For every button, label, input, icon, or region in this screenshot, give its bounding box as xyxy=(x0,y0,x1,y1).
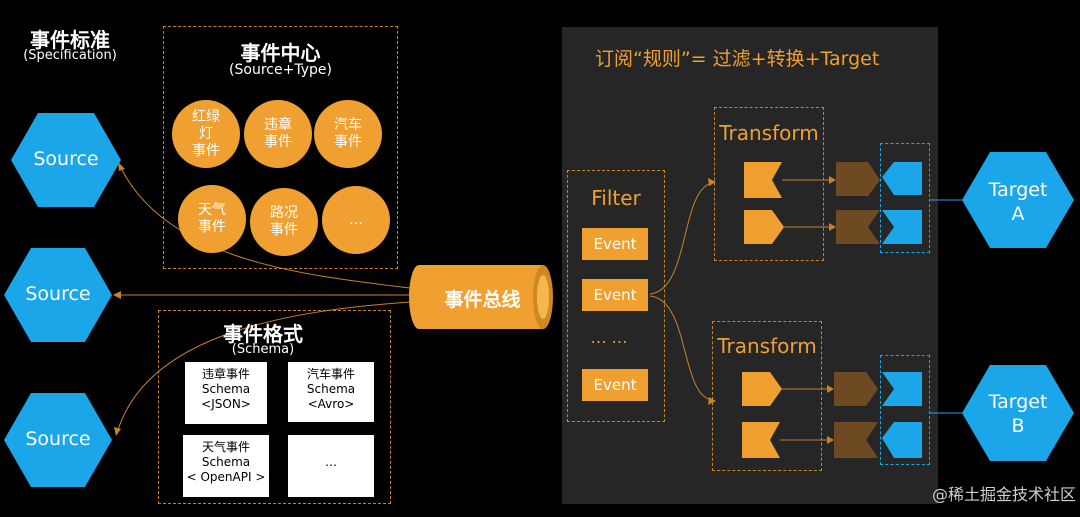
target-hexagon-a[interactable] xyxy=(962,152,1074,248)
transform-a-shape-2 xyxy=(744,210,784,244)
arrowhead-b-1 xyxy=(827,385,834,393)
transform-a-title: Transform xyxy=(719,121,819,145)
spec-subtitle: (Specification) xyxy=(23,48,117,63)
filter-title: Filter xyxy=(591,186,641,210)
transform-b-shape-2 xyxy=(742,422,780,458)
transform-a-box xyxy=(714,107,824,261)
bus-left-cap xyxy=(409,265,429,329)
arrowhead-source-3 xyxy=(114,427,121,436)
arrowhead-b-2 xyxy=(827,436,834,444)
filter-event-2[interactable]: Event xyxy=(582,279,648,311)
brown-block-b-2 xyxy=(834,422,878,458)
bus-body xyxy=(419,265,543,329)
source-hexagon-2[interactable] xyxy=(4,248,112,342)
brown-block-a-1 xyxy=(836,162,880,196)
transform-b-title: Transform xyxy=(717,334,817,358)
blue-block-b-1 xyxy=(882,372,922,406)
filter-event-1[interactable]: Event xyxy=(582,228,648,260)
transform-b-shape-1 xyxy=(742,372,782,406)
watermark: @稀土掘金技术社区 xyxy=(931,485,1076,504)
blue-block-a-2 xyxy=(882,210,922,244)
arrowhead-source-1 xyxy=(118,162,125,171)
rule-title: 订阅“规则”= 过滤+转换+Target xyxy=(595,48,880,70)
schema-doc-more[interactable]: … xyxy=(288,435,374,497)
bus-right-rim xyxy=(537,275,549,319)
arrowhead-a-1 xyxy=(829,176,836,184)
brown-block-a-2 xyxy=(836,210,880,244)
transform-b-box xyxy=(712,321,822,471)
source-hexagon-1[interactable] xyxy=(11,113,121,207)
schema-doc-car[interactable]: 汽车事件 Schema <Avro> xyxy=(288,362,374,422)
blue-block-b-2 xyxy=(882,422,922,458)
target-group-b-box xyxy=(880,355,930,465)
event-type-violation[interactable]: 违章 事件 xyxy=(244,100,312,168)
spec-title: 事件标准 xyxy=(30,28,110,52)
arrowhead-source-2 xyxy=(113,291,121,299)
bus-to-source-3-line xyxy=(117,301,411,431)
filter-box xyxy=(567,170,665,422)
target-hexagon-b[interactable] xyxy=(962,365,1074,461)
event-type-weather[interactable]: 天气 事件 xyxy=(178,185,246,253)
filter-ellipsis: … … xyxy=(590,328,628,347)
filter-event-3[interactable]: Event xyxy=(582,369,648,401)
event-center-box xyxy=(163,26,398,269)
source-hexagon-3[interactable] xyxy=(4,393,112,487)
event-type-car[interactable]: 汽车 事件 xyxy=(314,100,382,168)
brown-block-b-1 xyxy=(834,372,878,406)
schema-doc-violation[interactable]: 违章事件 Schema <JSON> xyxy=(185,362,267,424)
bus-to-source-1-line xyxy=(121,169,411,289)
arrowhead-transform-1 xyxy=(708,178,716,186)
event-type-more[interactable]: … xyxy=(322,186,390,254)
event-center-subtitle: (Source+Type) xyxy=(229,62,332,78)
filter-to-transform-1-line xyxy=(649,182,713,295)
blue-block-a-1 xyxy=(882,162,922,195)
event-center-title: 事件中心 xyxy=(240,41,321,65)
transform-a-shape-1 xyxy=(744,162,782,198)
arrowhead-a-2 xyxy=(829,223,836,231)
filter-to-transform-2-line xyxy=(649,295,713,401)
target-group-a-box xyxy=(880,143,930,253)
event-format-subtitle: (Schema) xyxy=(231,342,295,357)
event-format-box xyxy=(158,310,391,504)
schema-doc-weather[interactable]: 天气事件 Schema < OpenAPI > xyxy=(183,435,269,497)
event-type-road[interactable]: 路况 事件 xyxy=(250,188,318,256)
event-format-title: 事件格式 xyxy=(223,322,303,346)
event-type-traffic-light[interactable]: 红绿 灯 事件 xyxy=(172,100,240,168)
